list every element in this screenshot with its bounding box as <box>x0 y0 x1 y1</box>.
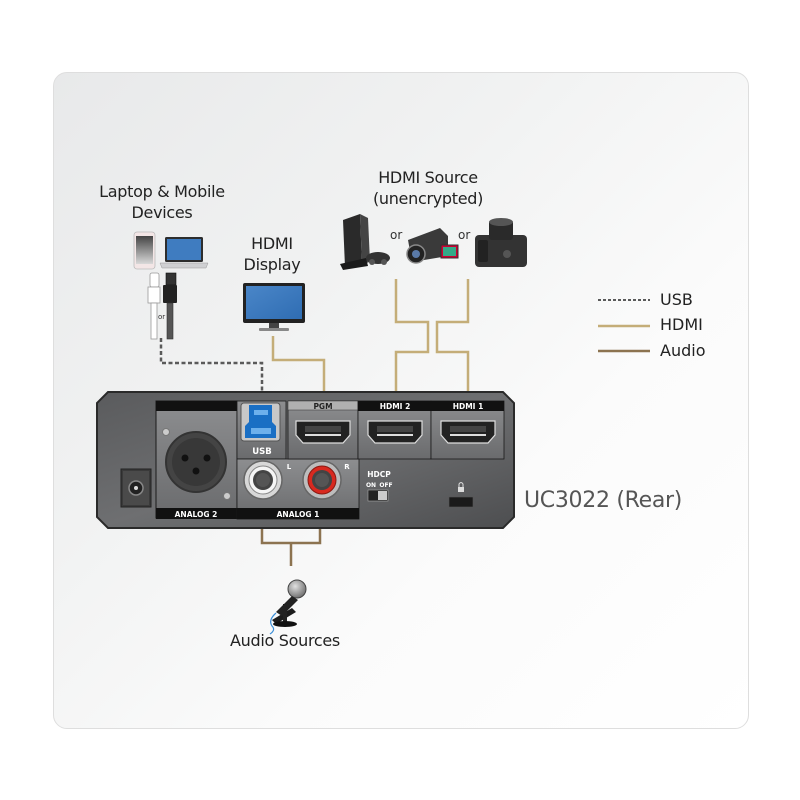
hdmi1-label: HDMI 1 <box>453 402 484 411</box>
hdmi-source-label: HDMI Source (unencrypted) <box>358 167 498 209</box>
usb-port-label: USB <box>252 447 272 457</box>
hdmi-source-label-line2: (unencrypted) <box>372 189 484 208</box>
usb-c-cable-icon <box>147 272 161 340</box>
security-lock-slot[interactable] <box>448 496 474 508</box>
usb-b-port[interactable] <box>240 402 281 442</box>
left-channel-label: L <box>287 463 292 471</box>
analog1-right-rca-port[interactable] <box>302 460 342 500</box>
laptop-mobile-label: Laptop & Mobile Devices <box>92 181 232 223</box>
right-channel-label: R <box>344 463 350 471</box>
audio-sources-label: Audio Sources <box>230 631 340 650</box>
laptop-mobile-label-line2: Devices <box>131 203 193 222</box>
uc3022-rear-panel: ANALOG 2 USB ANALOG 1 L R <box>96 391 515 529</box>
microphone-icon <box>269 579 307 635</box>
usb-cable-line <box>159 338 264 402</box>
laptop-icon <box>159 237 209 269</box>
hdmi-display-label: HDMI Display <box>222 233 322 275</box>
legend-usb-label: USB <box>660 290 693 309</box>
hdmi1-port[interactable] <box>440 420 496 444</box>
legend-audio-label: Audio <box>660 341 706 360</box>
hdmi2-label: HDMI 2 <box>380 402 411 411</box>
dc-power-jack[interactable] <box>120 468 152 508</box>
hdmi-display-line <box>271 336 326 402</box>
laptop-mobile-label-line1: Laptop & Mobile <box>99 182 225 201</box>
monitor-icon <box>243 283 305 331</box>
camcorder-icon <box>406 228 459 264</box>
analog1-label: ANALOG 1 <box>277 510 320 519</box>
hdcp-on-label: ON <box>366 482 376 489</box>
phone-icon <box>133 231 156 270</box>
hdmi-source-label-line1: HDMI Source <box>378 168 478 187</box>
source-or-2: or <box>458 228 471 242</box>
screw-icon <box>223 492 231 500</box>
hdcp-off-label: OFF <box>379 482 392 489</box>
hdcp-label: HDCP <box>367 470 391 479</box>
analog2-label: ANALOG 2 <box>175 510 218 519</box>
hdmi-source-line-2 <box>394 279 430 402</box>
hdmi-display-label-line1: HDMI <box>251 234 293 253</box>
screw-icon <box>162 428 170 436</box>
analog2-xlr-port[interactable] <box>165 431 227 493</box>
pgm-label: PGM <box>313 402 332 411</box>
lock-icon <box>458 482 464 492</box>
source-or-1: or <box>390 228 403 242</box>
hdmi-display-label-line2: Display <box>243 255 301 274</box>
game-console-icon <box>340 214 390 270</box>
camera-icon <box>475 218 527 267</box>
hdcp-toggle-switch[interactable] <box>367 489 389 502</box>
cable-or: or <box>158 313 166 321</box>
usb-a-cable-icon <box>163 272 177 340</box>
hdmi-source-line-1 <box>435 279 470 402</box>
pgm-hdmi-port[interactable] <box>295 420 351 444</box>
hdmi2-port[interactable] <box>367 420 423 444</box>
analog1-left-rca-port[interactable] <box>243 460 283 500</box>
legend-hdmi-label: HDMI <box>660 315 703 334</box>
device-model-label: UC3022 (Rear) <box>524 488 683 513</box>
